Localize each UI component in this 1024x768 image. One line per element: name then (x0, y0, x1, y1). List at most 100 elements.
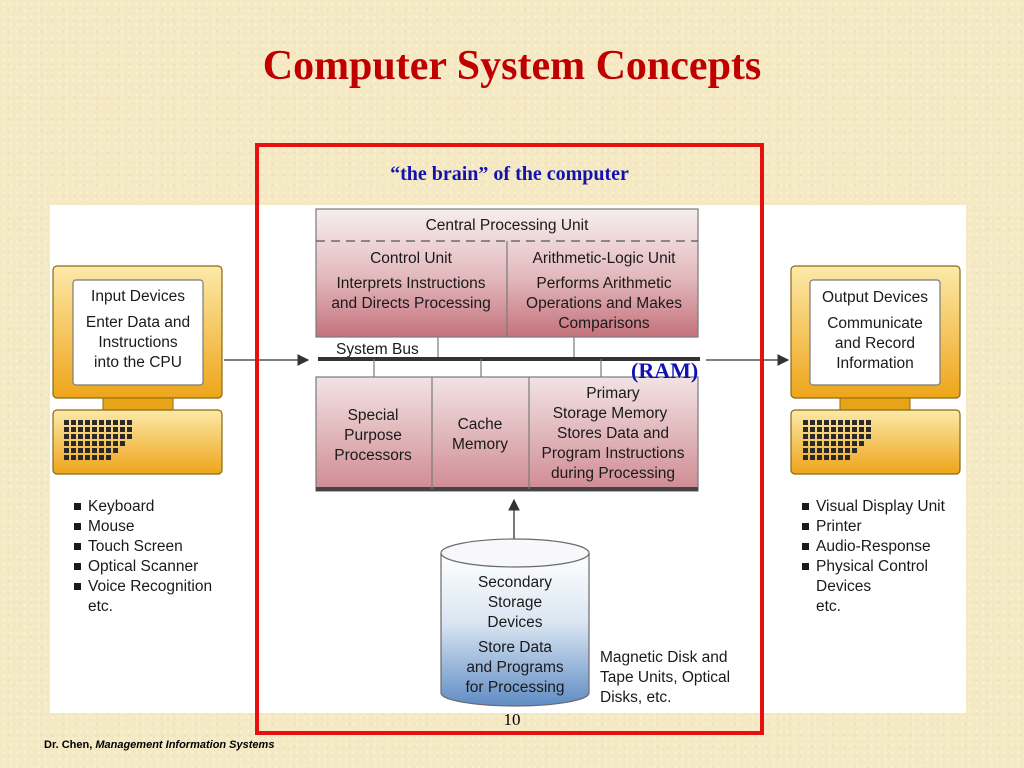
primary-storage-line: Program Instructions (542, 445, 685, 462)
keyboard-key (85, 448, 90, 453)
keyboard-key (106, 448, 111, 453)
special-processors-line: Purpose (344, 427, 402, 444)
keyboard-key (838, 427, 843, 432)
keyboard-key (99, 427, 104, 432)
brain-annotation: “the brain” of the computer (390, 163, 629, 185)
keyboard-key (859, 441, 864, 446)
keyboard-key (85, 441, 90, 446)
keyboard-key (838, 420, 843, 425)
keyboard-key (78, 455, 83, 460)
keyboard-key (113, 448, 118, 453)
keyboard-key (99, 420, 104, 425)
keyboard-key (99, 434, 104, 439)
input-devices-list: Keyboard Mouse Touch Screen Optical Scan… (74, 497, 212, 617)
page-number: 10 (503, 710, 521, 729)
keyboard-key (810, 427, 815, 432)
keyboard-key (803, 441, 808, 446)
keyboard-key (803, 455, 808, 460)
secondary-note-line: Disks, etc. (600, 689, 671, 706)
keyboard-key (127, 427, 132, 432)
keyboard-key (85, 420, 90, 425)
bullet-icon (802, 543, 809, 550)
output-devices-title: Output Devices (822, 289, 928, 306)
keyboard-key (803, 448, 808, 453)
list-item: Keyboard (74, 497, 212, 517)
primary-storage-line: during Processing (551, 465, 675, 482)
list-item: Printer (802, 517, 945, 537)
keyboard-key (817, 420, 822, 425)
keyboard-icon (64, 420, 132, 460)
keyboard-key (845, 441, 850, 446)
keyboard-key (99, 448, 104, 453)
keyboard-key (824, 427, 829, 432)
footer: Dr. Chen, Management Information Systems (44, 739, 274, 751)
keyboard-key (810, 455, 815, 460)
keyboard-key (803, 427, 808, 432)
keyboard-key (817, 455, 822, 460)
special-processors-line: Processors (334, 447, 412, 464)
bullet-icon (74, 503, 81, 510)
keyboard-key (78, 427, 83, 432)
keyboard-key (92, 455, 97, 460)
keyboard-key (817, 441, 822, 446)
keyboard-key (831, 448, 836, 453)
list-item-etc: etc. (88, 598, 113, 615)
list-item: Physical Control (802, 557, 945, 577)
keyboard-key (120, 441, 125, 446)
keyboard-key (78, 441, 83, 446)
control-unit-desc-line: Interprets Instructions (336, 275, 485, 292)
keyboard-key (866, 427, 871, 432)
keyboard-key (78, 434, 83, 439)
cache-memory-line: Memory (452, 436, 508, 453)
cpu-title: Central Processing Unit (426, 217, 590, 234)
keyboard-key (831, 427, 836, 432)
keyboard-key (92, 434, 97, 439)
keyboard-key (810, 441, 815, 446)
keyboard-key (838, 448, 843, 453)
keyboard-key (78, 448, 83, 453)
keyboard-key (845, 427, 850, 432)
bullet-icon (802, 563, 809, 570)
keyboard-key (852, 427, 857, 432)
keyboard-key (803, 434, 808, 439)
output-computer-icon: Output Devices Communicate and Record In… (790, 265, 961, 475)
memory-row: Special Purpose Processors Cache Memory … (315, 376, 699, 492)
footer-author: Dr. Chen, (44, 739, 96, 751)
keyboard-key (78, 420, 83, 425)
input-devices-title: Input Devices (91, 288, 185, 305)
keyboard-key (106, 441, 111, 446)
keyboard-key (64, 420, 69, 425)
bullet-icon (74, 523, 81, 530)
keyboard-icon (803, 420, 871, 460)
keyboard-key (824, 434, 829, 439)
keyboard-key (106, 420, 111, 425)
keyboard-key (64, 448, 69, 453)
keyboard-key (831, 420, 836, 425)
keyboard-key (85, 434, 90, 439)
keyboard-key (824, 420, 829, 425)
secondary-note-line: Tape Units, Optical (600, 669, 730, 686)
keyboard-key (113, 434, 118, 439)
keyboard-key (64, 441, 69, 446)
keyboard-key (852, 434, 857, 439)
output-devices-desc-line: Communicate (827, 315, 923, 332)
keyboard-key (838, 434, 843, 439)
control-unit-desc-line: and Directs Processing (331, 295, 490, 312)
list-item: Optical Scanner (74, 557, 212, 577)
alu-title: Arithmetic-Logic Unit (533, 250, 677, 267)
keyboard-key (845, 420, 850, 425)
primary-storage-line: Storage Memory (553, 405, 668, 422)
keyboard-key (106, 434, 111, 439)
primary-storage-line: Primary (586, 385, 640, 402)
output-devices-desc-line: and Record (835, 335, 915, 352)
keyboard-key (71, 455, 76, 460)
keyboard-key (859, 427, 864, 432)
keyboard-key (71, 420, 76, 425)
bullet-icon (802, 503, 809, 510)
keyboard-key (92, 427, 97, 432)
list-item: Audio-Response (802, 537, 945, 557)
keyboard-key (824, 441, 829, 446)
control-unit-title: Control Unit (370, 250, 453, 267)
keyboard-key (71, 427, 76, 432)
keyboard-key (85, 455, 90, 460)
